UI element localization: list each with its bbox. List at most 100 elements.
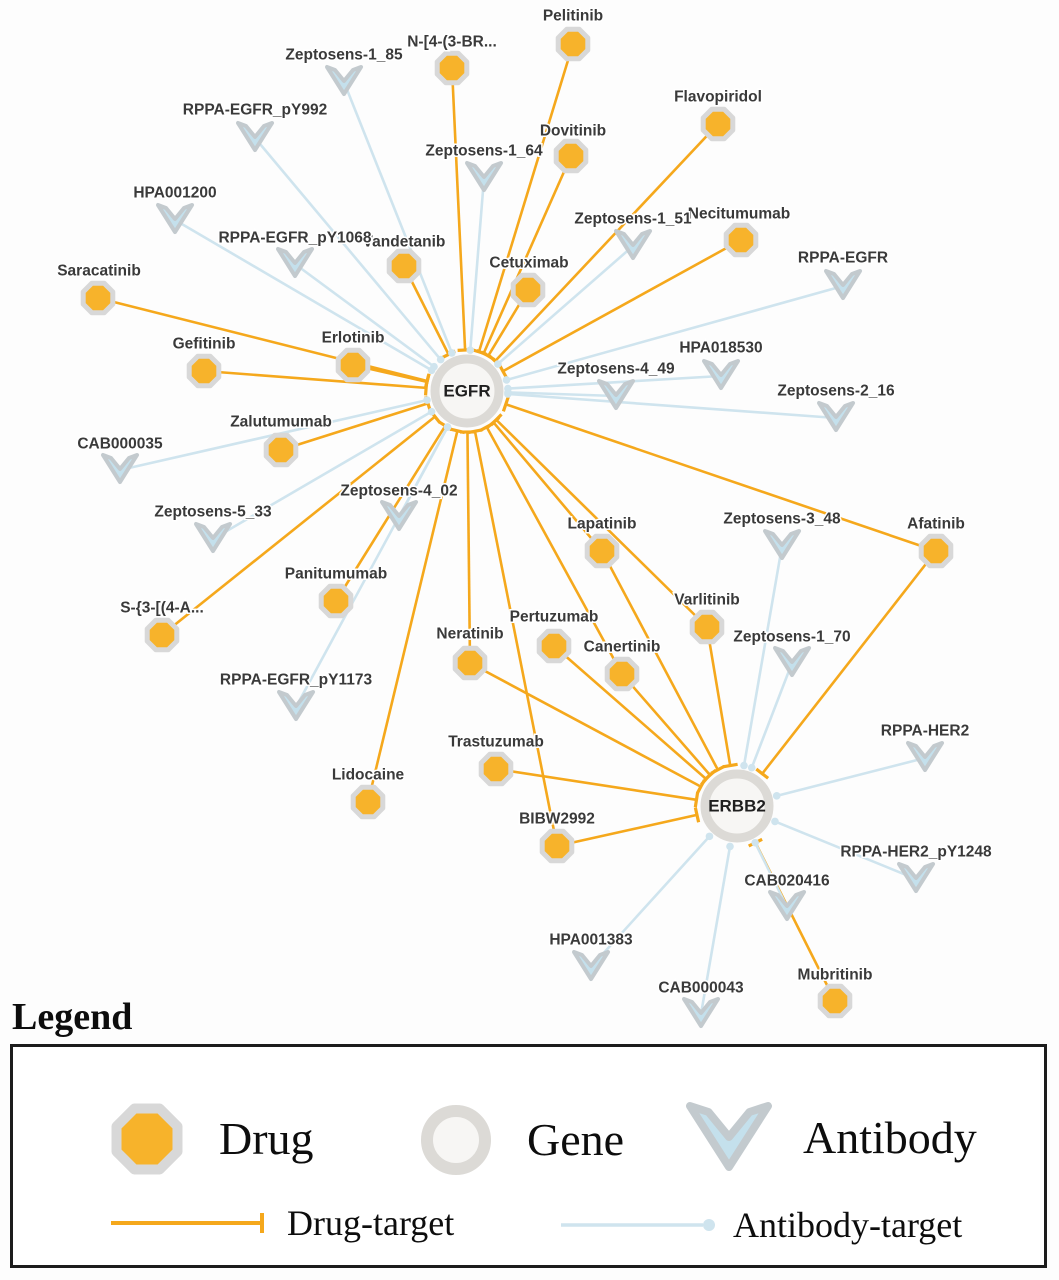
drug-node-zalutumumab [263, 432, 299, 468]
legend-item-drug-target: Drug-target [109, 1205, 454, 1241]
antibody-label-z1_51: Zeptosens-1_51 [574, 211, 692, 228]
antibody-label-z3_48: Zeptosens-3_48 [723, 511, 841, 528]
antibody-node-z1_64 [465, 161, 503, 192]
legend-label-gene: Gene [527, 1114, 625, 1165]
antibody-label-rppa_egfr: RPPA-EGFR [798, 250, 888, 267]
antibody-node-hpa018530 [702, 359, 740, 390]
edge-drug-target-zalutumumab-EGFR [280, 395, 432, 452]
edge-antibody-target-rppa_her2-ERBB2 [772, 756, 926, 800]
edge-drug-target-afatinib-ERBB2 [755, 550, 938, 780]
gene-node-EGFR [430, 354, 504, 428]
antibody-node-hpa001200 [156, 203, 194, 234]
label-layer: PelitinibN-[4-(3-BR...DovitinibFlavopiri… [56, 6, 994, 998]
drug-node-cetuximab [510, 272, 546, 308]
drug-node-saracatinib [80, 280, 116, 316]
drug-node-lidocaine [350, 784, 386, 820]
edge-antibody-target-cab000043-ERBB2 [699, 842, 734, 1015]
drug-node-necitumumab [723, 222, 759, 258]
drug-icon [111, 1103, 183, 1175]
edge-drug-target-saracatinib-EGFR [97, 296, 431, 389]
legend-label-drug-target: Drug-target [287, 1203, 455, 1243]
edge-antibody-target-z5_33-EGFR [212, 407, 436, 541]
antibody-label-z1_85: Zeptosens-1_85 [285, 47, 403, 64]
legend-label-drug: Drug [219, 1113, 314, 1164]
antibody-node-py992 [236, 121, 274, 152]
drug-label-necitumumab: Necitumumab [688, 206, 791, 223]
edge-drug-target-canertinib-ERBB2 [621, 673, 717, 782]
edge-drug-target-lapatinib-ERBB2 [600, 550, 726, 775]
edge-antibody-target-z3_48-ERBB2 [740, 545, 784, 770]
legend-item-gene: Gene [411, 1095, 624, 1185]
antibody-node-z4_49 [597, 379, 635, 410]
edge-drug-target-neratinib-ERBB2 [469, 661, 706, 795]
drug-label-lapatinib: Lapatinib [568, 516, 637, 533]
edge-antibody-target-py992-EGFR [254, 137, 445, 364]
gene-node-ERBB2 [700, 769, 774, 843]
antibody-node-cab000043 [682, 997, 720, 1028]
edge-drug-target-lapatinib-EGFR [486, 416, 603, 552]
edge-antibody-target-rppa_egfr-EGFR [502, 284, 844, 384]
edge-antibody-target-z2_16-EGFR [504, 390, 837, 420]
drug-node-erlotinib [335, 347, 371, 383]
legend-item-antibody-target: Antibody-target [559, 1207, 962, 1243]
edge-drug-target-gefitinib-EGFR [203, 369, 429, 396]
edge-drug-target-pertuzumab-ERBB2 [553, 645, 713, 786]
edge-antibody-target-cab020416-ERBB2 [751, 838, 789, 908]
antibody-node-rppa_egfr [824, 269, 862, 300]
antibody-node-z5_33 [194, 522, 232, 553]
antibody-label-z4_02: Zeptosens-4_02 [340, 483, 457, 500]
drug-label-flavopiridol: Flavopiridol [674, 89, 762, 106]
edge-drug-target-varlitinib-EGFR [489, 413, 708, 628]
antibody-node-cab020416 [768, 890, 806, 921]
edge-antibody-target-hpa001200-EGFR [174, 218, 436, 375]
antibody-label-z5_33: Zeptosens-5_33 [154, 504, 272, 521]
edge-drug-target-lidocaine-EGFR [366, 427, 466, 803]
antibody-node-py1068 [276, 247, 314, 278]
antibody-node-z3_48 [763, 529, 801, 560]
edge-antibody-target-z1_64-EGFR [466, 177, 486, 354]
edge-drug-target-necitumumab-EGFR [497, 238, 742, 379]
antibody-node-z2_16 [817, 401, 855, 432]
drug-node-pertuzumab [536, 628, 572, 664]
edge-drug-target-flavopiridol-EGFR [488, 123, 719, 368]
antibody-icon [686, 1102, 772, 1171]
antibody-node-rppa_her2 [906, 741, 944, 772]
antibody-node-hpa001383 [572, 950, 610, 981]
antibody-node-z1_51 [614, 229, 652, 260]
drug-label-trastuzumab: Trastuzumab [448, 734, 544, 751]
antibody-node-z1_85 [325, 65, 363, 96]
drug-node-nbr [434, 50, 470, 86]
drug-target-edge-icon [111, 1213, 264, 1233]
edge-drug-target-bibw2992-ERBB2 [556, 807, 701, 848]
drug-label-mubritinib: Mubritinib [798, 967, 873, 984]
antibody-node-py1248 [897, 862, 935, 893]
legend-label-antibody-target: Antibody-target [733, 1205, 963, 1245]
drug-label-dovitinib: Dovitinib [540, 123, 606, 140]
drug-node-canertinib [604, 656, 640, 692]
antibody-node-cab000035 [101, 453, 139, 484]
legend-item-antibody: Antibody [681, 1095, 977, 1181]
drug-node-dovitinib [553, 138, 589, 174]
drug-label-bibw2992: BIBW2992 [519, 811, 595, 828]
drug-node-panitumumab [318, 583, 354, 619]
antibody-label-hpa001200: HPA001200 [133, 185, 216, 202]
edge-drug-target-afatinib-EGFR [501, 396, 937, 553]
antibody-label-cab000043: CAB000043 [658, 980, 744, 997]
edge-antibody-target-py1248-ERBB2 [771, 817, 917, 881]
antibody-label-rppa_her2: RPPA-HER2 [881, 723, 969, 740]
drug-node-s34a [144, 617, 180, 653]
drug-node-neratinib [452, 645, 488, 681]
legend-label-antibody: Antibody [803, 1112, 977, 1163]
drug-label-vandetanib: Vandetanib [363, 234, 446, 251]
drug-node-afatinib [918, 533, 954, 569]
drug-label-s34a: S-{3-[(4-A... [120, 600, 204, 617]
antibody-target-edge-icon [561, 1219, 715, 1231]
antibody-node-py1173 [277, 690, 315, 721]
antibody-label-py1248: RPPA-HER2_pY1248 [840, 844, 992, 861]
legend-item-drug: Drug [101, 1093, 314, 1185]
drug-label-lidocaine: Lidocaine [332, 767, 405, 784]
antibody-label-z4_49: Zeptosens-4_49 [557, 361, 675, 378]
antibody-label-hpa001383: HPA001383 [549, 932, 633, 949]
drug-label-zalutumumab: Zalutumumab [230, 414, 332, 431]
